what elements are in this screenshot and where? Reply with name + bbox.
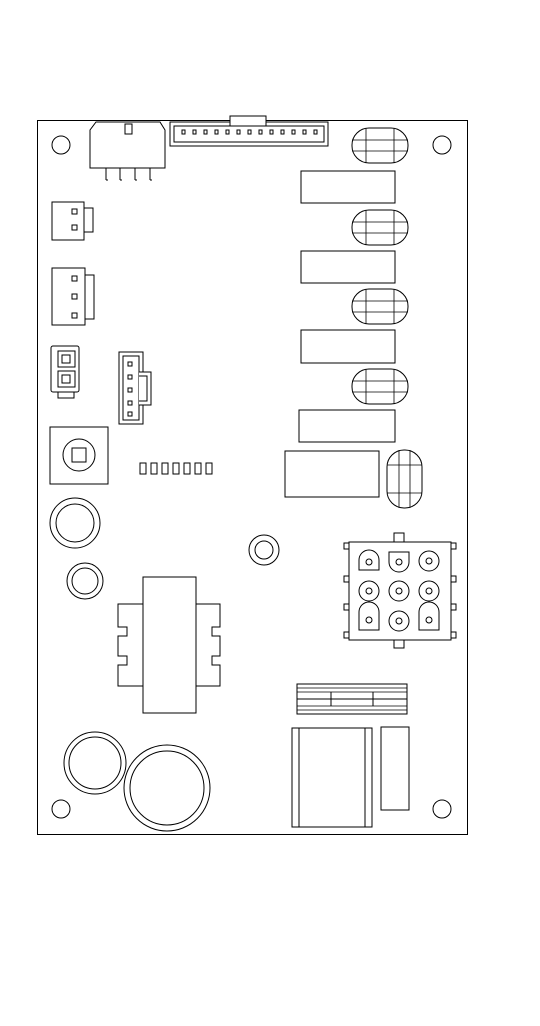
mounting-hole-bottom-right [433,800,451,818]
large-inductor [292,728,372,827]
rectangular-block [285,451,379,497]
relay [301,171,395,203]
vertical-pin-header [90,122,165,180]
led [195,463,201,474]
heatsink [297,684,407,714]
three-pin-connector [52,268,94,325]
led [184,463,190,474]
relay [301,251,395,283]
capacitor [67,563,103,599]
polarized-connector [51,346,79,398]
transformer [118,577,220,713]
relay [301,330,395,363]
nine-pin-power-connector [344,533,456,648]
side-entry-connector [119,352,151,424]
mounting-hole-top-right [433,136,451,154]
tactile-switch [50,427,108,484]
fuse-holder-vertical [387,450,422,508]
led [173,463,179,474]
fuse-holder [352,289,408,324]
capacitor-can [124,745,210,831]
capacitor [249,535,279,565]
two-pin-connector [52,202,93,240]
relay [299,410,395,442]
led-array [140,463,212,474]
mounting-hole-bottom-left [52,800,70,818]
led [151,463,157,474]
fuse-holder [352,369,408,404]
led [162,463,168,474]
capacitor-can [64,732,126,794]
led [206,463,212,474]
fuse-holder [352,128,408,163]
fuse-holder [352,210,408,245]
mounting-hole-top-left [52,136,70,154]
led [140,463,146,474]
capacitor [50,498,100,548]
rectangular-block [381,727,409,810]
